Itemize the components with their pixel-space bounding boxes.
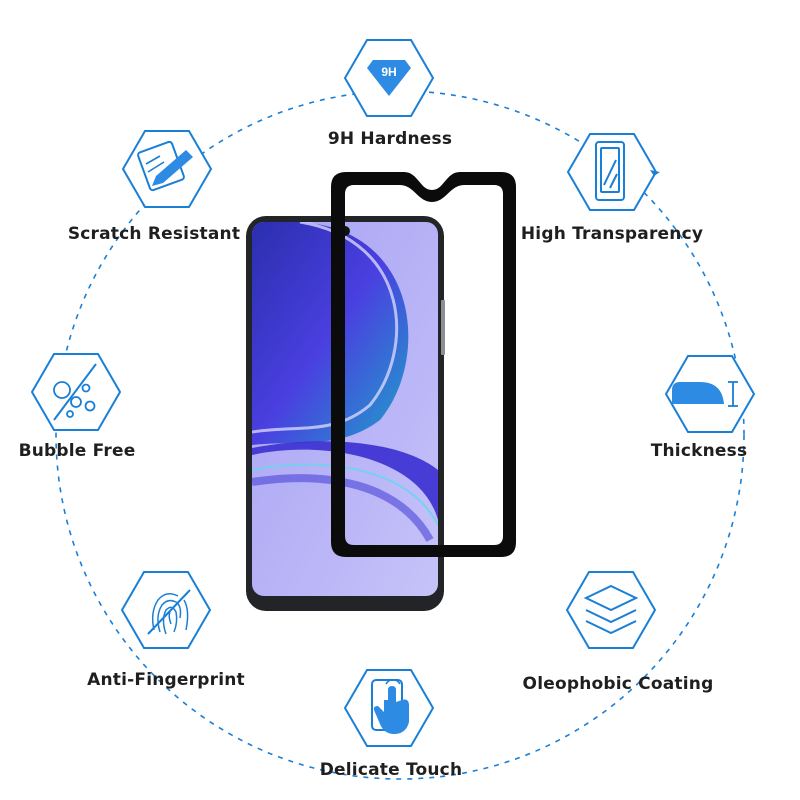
- oleophobic-badge: [565, 571, 657, 649]
- feature-label-scratch: Scratch Resistant: [67, 224, 241, 244]
- feature-label-touch: Delicate Touch: [319, 760, 463, 780]
- thickness-badge: [664, 355, 756, 433]
- feature-label-transparency: High Transparency: [520, 224, 704, 244]
- feature-label-oleophobic: Oleophobic Coating: [522, 674, 714, 694]
- glass-panel-icon: [595, 141, 625, 201]
- badge-9h-text: 9H: [381, 65, 396, 79]
- feature-label-bubble: Bubble Free: [18, 441, 136, 461]
- transparency-badge: [566, 133, 660, 211]
- bubble-badge: [30, 353, 122, 431]
- fingerprint-badge: [120, 571, 212, 649]
- feature-label-fingerprint: Anti-Fingerprint: [87, 670, 245, 690]
- feature-label-thickness: Thickness: [650, 441, 748, 461]
- scratch-pen-icon: [137, 140, 193, 192]
- fingerprint-icon: [147, 589, 191, 635]
- thickness-edge-icon: [672, 381, 738, 407]
- bubbles-icon: [53, 363, 97, 421]
- diamond-9h-icon: 9H: [367, 60, 411, 96]
- touch-badge: [343, 669, 435, 747]
- layers-icon: [583, 584, 639, 635]
- touch-hand-icon: [371, 679, 409, 734]
- feature-label-hardness: 9H Hardness: [327, 129, 453, 149]
- scratch-badge: [121, 130, 213, 208]
- hardness-badge: 9H: [343, 39, 435, 117]
